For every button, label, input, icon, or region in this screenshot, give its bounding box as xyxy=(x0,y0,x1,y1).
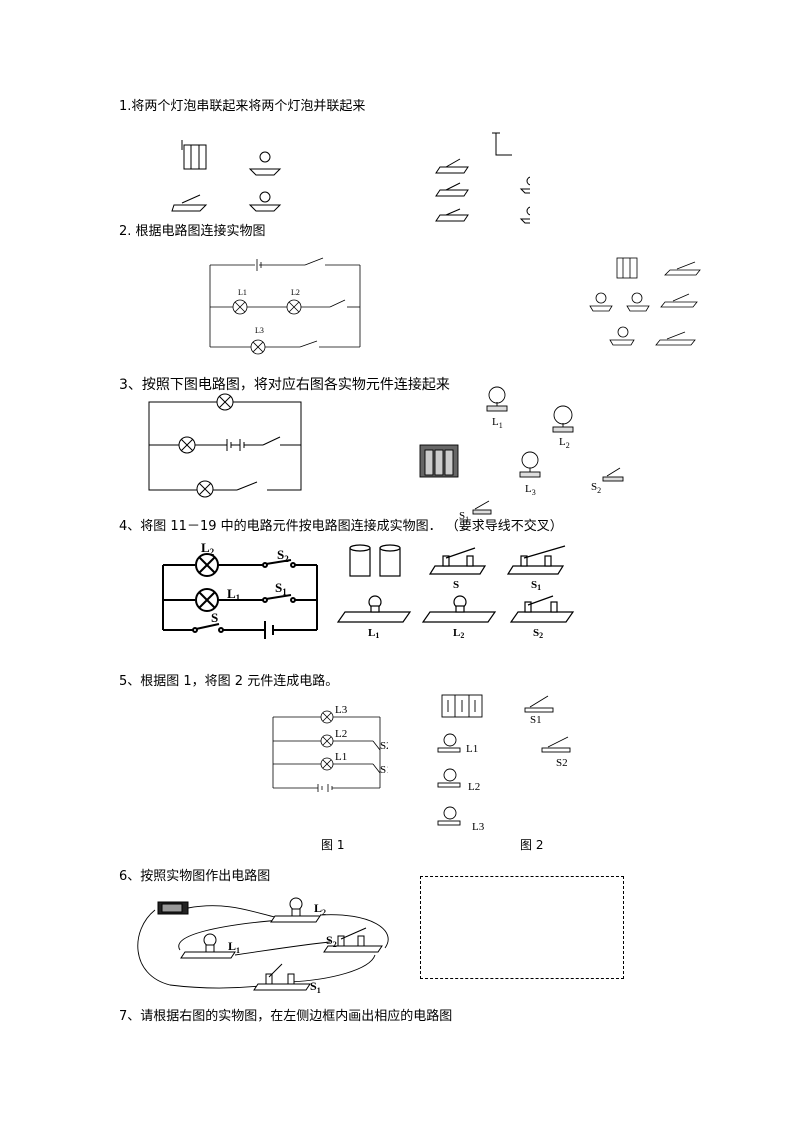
question-2-components xyxy=(589,257,701,346)
question-1-components xyxy=(171,132,530,224)
label-s1: S1 xyxy=(459,510,469,524)
label-l3: L3 xyxy=(525,483,536,497)
bulb-l2-icon xyxy=(270,897,321,923)
figure-2-caption: 图 2 xyxy=(520,838,544,852)
question-1-text: 1.将两个灯泡串联起来将两个灯泡并联起来 xyxy=(119,99,366,114)
question-2-text: 2. 根据电路图连接实物图 xyxy=(119,224,266,239)
battery-icon xyxy=(492,132,512,156)
bulb-icon xyxy=(609,326,635,346)
battery-icon xyxy=(181,140,207,170)
figure-1-caption: 图 1 xyxy=(321,838,345,852)
bulb-l1-icon xyxy=(180,933,236,959)
switch-icon xyxy=(660,293,698,308)
label-s2: S2 xyxy=(326,933,337,949)
label-l2: L2 xyxy=(201,540,215,557)
switch-icon xyxy=(655,331,696,346)
switch-s2-icon xyxy=(541,736,571,753)
switch-icon xyxy=(664,261,701,276)
bulb-icon xyxy=(519,176,530,194)
label-p-l3: L3 xyxy=(472,821,485,833)
question-4-circuit: L2 L1 S2 S1 S xyxy=(162,540,318,639)
bulb-l3-icon xyxy=(437,806,461,826)
question-3-text: 3、按照下图电路图，将对应右图各实物元件连接起来 xyxy=(119,377,450,393)
label-s2: S2 xyxy=(591,481,601,495)
label-part-l2: L2 xyxy=(453,627,464,640)
label-l3: L3 xyxy=(335,704,348,716)
switch-icon xyxy=(171,194,208,212)
switch-s-icon xyxy=(428,547,487,575)
battery-icon xyxy=(157,901,189,915)
question-5-figure-2: S1 S2 L1 L2 L3 xyxy=(437,694,571,833)
bulb-icon xyxy=(626,292,650,312)
switch-s1-icon xyxy=(524,695,554,713)
bulb-l1-icon xyxy=(336,595,412,623)
battery-icon xyxy=(616,257,638,279)
bulb-l2-icon xyxy=(552,405,574,433)
label-part-s2: S2 xyxy=(533,627,543,640)
label-l1: L1 xyxy=(492,416,503,430)
switch-s1-icon xyxy=(253,963,311,991)
label-part-s1: S1 xyxy=(531,579,541,592)
label-s2: S2 xyxy=(380,740,388,752)
label-l2: L2 xyxy=(314,901,326,917)
label-part-l1: L1 xyxy=(368,627,379,640)
switch-s2-icon xyxy=(323,927,383,953)
bulb-l1-icon xyxy=(437,733,461,753)
label-s: S xyxy=(211,610,218,625)
label-s1: S1 xyxy=(310,979,321,995)
label-l1: L1 xyxy=(228,939,240,955)
question-3-circuit xyxy=(148,393,302,498)
label-p-l1: L1 xyxy=(466,743,478,755)
label-s2: S2 xyxy=(277,547,289,564)
bulb-icon xyxy=(519,206,530,224)
question-6-wiring: L2 L1 S2 S1 xyxy=(137,897,389,995)
label-p-s1: S1 xyxy=(530,714,542,726)
label-l3: L3 xyxy=(255,326,264,335)
question-5-figure-1: L3 L2 L1 S2 S1 xyxy=(272,704,388,792)
label-p-s2: S2 xyxy=(556,757,568,769)
label-l1: L1 xyxy=(335,751,347,763)
bulb-icon xyxy=(248,151,282,176)
bulb-l3-icon xyxy=(519,451,541,478)
label-l1: L1 xyxy=(238,288,247,297)
bulb-l2-icon xyxy=(421,595,497,623)
switch-icon xyxy=(435,182,469,197)
label-l2: L2 xyxy=(291,288,300,297)
label-l1: L1 xyxy=(227,586,241,603)
question-3-components: L1 L2 L3 S2 S1 xyxy=(419,386,624,524)
battery-cells-icon xyxy=(349,544,401,577)
question-7-text: 7、请根据右图的实物图，在左侧边框内画出相应的电路图 xyxy=(119,1009,453,1024)
question-4-components: S S1 L1 L2 S2 xyxy=(336,544,575,640)
question-4-text: 4、将图 11－19 中的电路元件按电路图连接成实物图． （要求导线不交叉） xyxy=(119,519,563,534)
bulb-l2-icon xyxy=(437,768,461,788)
question-6-text: 6、按照实物图作出电路图 xyxy=(119,869,271,884)
switch-s1-icon xyxy=(472,500,492,515)
label-s1: S1 xyxy=(275,580,287,597)
bulb-l1-icon xyxy=(486,386,508,412)
switch-s1-icon xyxy=(506,545,566,575)
switch-s2-icon xyxy=(509,595,575,623)
answer-box[interactable] xyxy=(420,876,624,979)
switch-icon xyxy=(435,208,469,222)
switch-icon xyxy=(435,158,469,174)
question-5-text: 5、根据图 1，将图 2 元件连成电路。 xyxy=(119,674,339,689)
label-l2: L2 xyxy=(335,728,347,740)
label-s1: S1 xyxy=(380,764,388,776)
label-l2: L2 xyxy=(559,436,570,450)
label-p-l2: L2 xyxy=(468,781,480,793)
switch-s2-icon xyxy=(602,467,624,482)
battery-box-icon xyxy=(419,444,459,478)
label-part-s: S xyxy=(453,579,459,591)
bulb-icon xyxy=(248,191,282,212)
bulb-icon xyxy=(589,292,613,312)
battery-box-icon xyxy=(441,694,483,718)
question-2-circuit: L1 L2 L3 xyxy=(209,257,361,355)
